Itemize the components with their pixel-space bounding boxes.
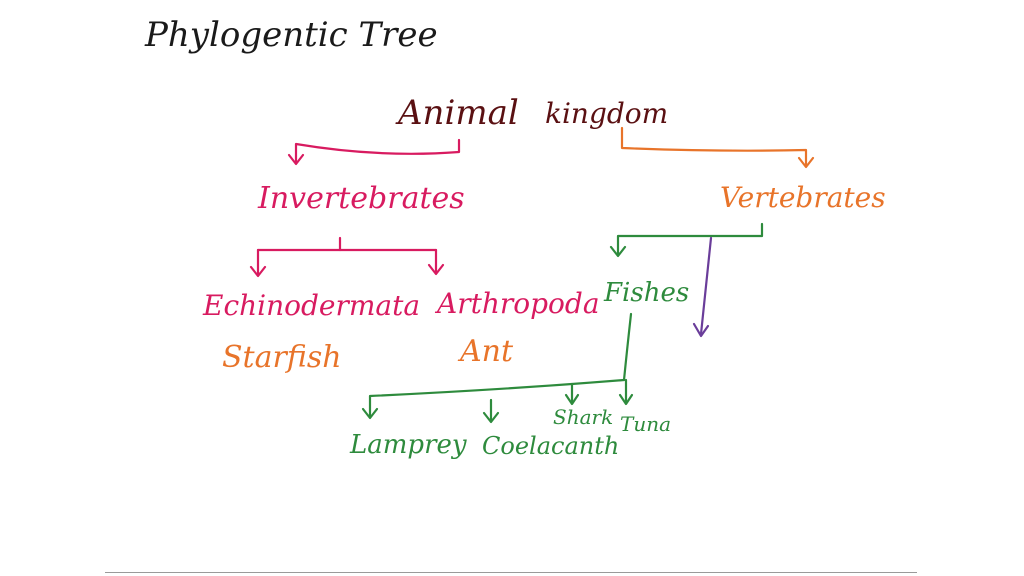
node-invertebrates: Invertebrates	[258, 181, 465, 216]
node-coelacanth: Coelacanth	[482, 432, 620, 460]
page-title: Phylogentic Tree	[145, 15, 438, 55]
node-vertebrates: Vertebrates	[720, 181, 886, 214]
node-tuna: Tuna	[620, 412, 672, 436]
node-arthropoda: Arthropoda	[437, 287, 600, 320]
connector-vertebrates-to-fishes	[609, 222, 764, 258]
example-ant: Ant	[460, 334, 514, 369]
connector-root-to-invertebrates	[287, 138, 461, 166]
connector-invertebrates-children	[249, 236, 445, 278]
node-fishes: Fishes	[604, 278, 690, 308]
connector-root-to-vertebrates	[620, 126, 815, 169]
node-echinodermata: Echinodermata	[203, 289, 421, 322]
bottom-divider	[105, 572, 917, 573]
node-lamprey: Lamprey	[350, 430, 467, 460]
root-node-label-part1: Animal	[398, 93, 519, 133]
connector-vertebrates-unlabeled	[692, 236, 713, 338]
example-starfish: Starfish	[222, 340, 342, 375]
connector-fishes-children	[361, 312, 634, 424]
node-shark: Shark	[553, 405, 614, 429]
root-node-label-part2: kingdom	[545, 97, 669, 130]
